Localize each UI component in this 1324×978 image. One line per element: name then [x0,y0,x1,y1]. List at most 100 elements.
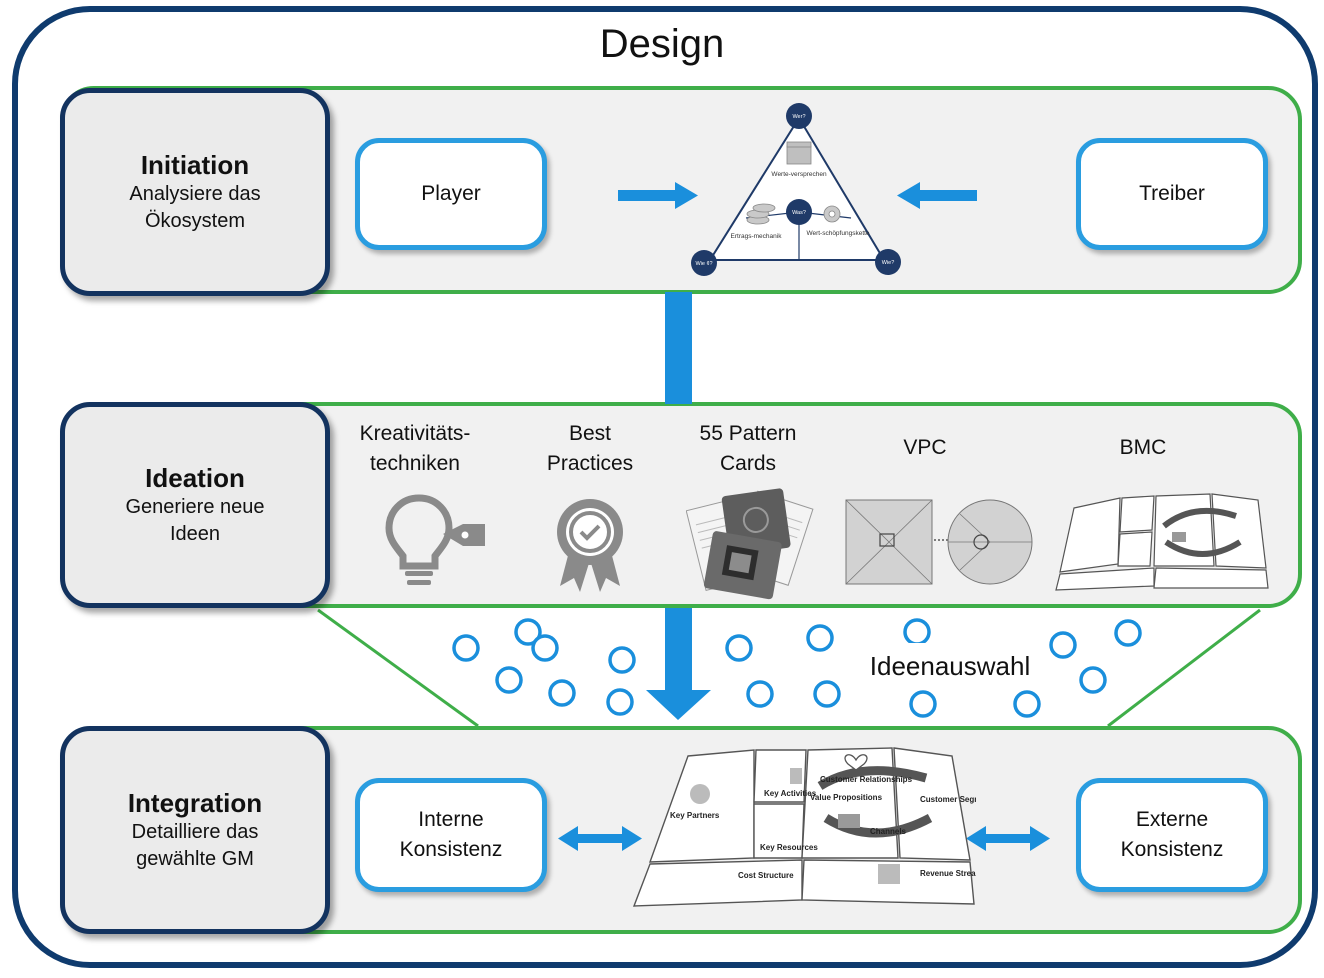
phase-initiation: Initiation Analysiere das Ökosystem [60,88,330,296]
funnel-left-edge [317,608,479,728]
idea-bubble [531,634,559,662]
canvas-label: Cost Structure [738,871,794,880]
idea-bubble [495,666,523,694]
tool-label-line: techniken [370,452,460,475]
player-arrow-head [675,182,698,209]
idea-bubble [806,624,834,652]
box-label-line: Konsistenz [399,838,503,861]
interne-konsistenz-box: Interne Konsistenz [355,778,547,892]
idea-bubble [548,679,576,707]
phase-ideation: Ideation Generiere neue Ideen [60,402,330,608]
node-label: Wie? [882,260,895,266]
canvas-label: Key Resources [760,843,818,852]
canvas-label: Revenue Streams [920,869,976,878]
canvas-label: Customer Segments [920,795,976,804]
extern-arrow-head-right [1030,826,1050,851]
box-label-line: Konsistenz [1120,838,1224,861]
node-label: Wie ¢? [695,261,712,267]
segment-label: Werte-versprechen [771,171,827,178]
idea-bubble [725,634,753,662]
phase-subtitle-line: Detailliere das [131,821,259,843]
canvas-label: Key Activities [764,789,817,798]
key-activities-block [753,749,807,803]
lightbulb-tag-icon [385,494,485,585]
idea-bubble [452,634,480,662]
werteversprechen-icon [786,141,812,165]
box-label-line: Externe [1135,808,1209,831]
business-model-canvas-image [1055,493,1269,591]
extern-arrow-shaft [983,834,1033,843]
intern-arrow-shaft [575,834,625,843]
triangle-node [875,249,901,275]
magic-triangle-diagram: Werte-versprechen Ertrags-mechanik Wert-… [691,103,901,276]
idea-bubble [1114,619,1142,647]
gear-icon [823,205,841,223]
idea-bubble [1013,690,1041,718]
funnel-right-edge [1107,608,1261,728]
player-arrow-shaft [618,190,678,201]
triangle-node [786,103,812,129]
treiber-box: Treiber [1076,138,1268,250]
triangle-node [786,199,812,225]
idea-bubble [746,680,774,708]
tool-label-line: Kreativitäts- [359,422,471,445]
treiber-arrow-head [897,182,920,209]
segment-label: Wert-schöpfungskette [806,230,869,237]
award-badge-icon [557,499,623,592]
phase-integration: Integration Detailliere das gewählte GM [60,726,330,934]
tool-label-line: Cards [719,452,777,475]
selection-arrow-head [646,690,711,720]
idea-bubble [813,680,841,708]
tool-label-line: 55 Pattern [699,422,797,445]
idea-bubble [1049,631,1077,659]
cost-structure-block [632,859,803,907]
key-partners-block [648,749,755,863]
phase-title: Initiation [140,150,250,180]
idea-bubble [608,646,636,674]
initiation-ideation-connector [665,292,692,404]
tool-label-line: BMC [1119,436,1167,459]
phase-subtitle-line: Ideen [169,523,221,545]
idea-bubble [606,688,634,716]
intern-arrow-head-right [622,826,642,851]
tool-label-bmc: BMC [1098,433,1188,463]
value-proposition-canvas-image [845,499,1033,585]
canvas-label: Customer Relationships [820,775,913,784]
canvas-label: Key Partners [670,811,720,820]
segment-label: Ertrags-mechanik [731,233,783,240]
canvas-label: Value Propositions [810,793,883,802]
triangle-node [691,250,717,276]
idea-bubble [514,618,542,646]
box-label-line: Interne [418,808,484,831]
idea-bubble [909,690,937,718]
tool-label-kreativitaetstechniken: Kreativitäts- techniken [335,419,495,479]
diagram-title: Design [599,22,725,66]
idea-bubble [903,618,931,646]
intern-arrow-head-left [558,826,578,851]
tool-label-vpc: VPC [880,433,970,463]
phase-subtitle-line: Ökosystem [144,210,246,232]
node-label: Wer? [792,114,805,120]
tool-label-line: VPC [903,436,947,459]
tool-label-best-practices: Best Practices [525,419,655,479]
tool-label-pattern-cards: 55 Pattern Cards [676,419,820,479]
tool-label-line: Best [568,422,612,445]
phase-title: Ideation [145,463,245,493]
externe-konsistenz-box: Externe Konsistenz [1076,778,1268,892]
player-box: Player [355,138,547,250]
ideenauswahl-label: Ideenauswahl [862,643,1038,689]
phase-title: Integration [127,788,263,818]
treiber-arrow-shaft [917,190,977,201]
tool-label-line: Practices [546,452,634,475]
selection-arrow-shaft [665,608,692,694]
phase-subtitle-line: Analysiere das [129,183,261,205]
triangle-shape [708,116,886,261]
extern-arrow-head-left [966,826,986,851]
node-label: Was? [792,210,806,216]
canvas-label: Channels [870,827,907,836]
customer-segments-block [893,747,971,861]
idea-bubble [1079,666,1107,694]
phase-subtitle-line: Generiere neue [125,496,265,518]
idea-bubbles [452,618,1142,718]
